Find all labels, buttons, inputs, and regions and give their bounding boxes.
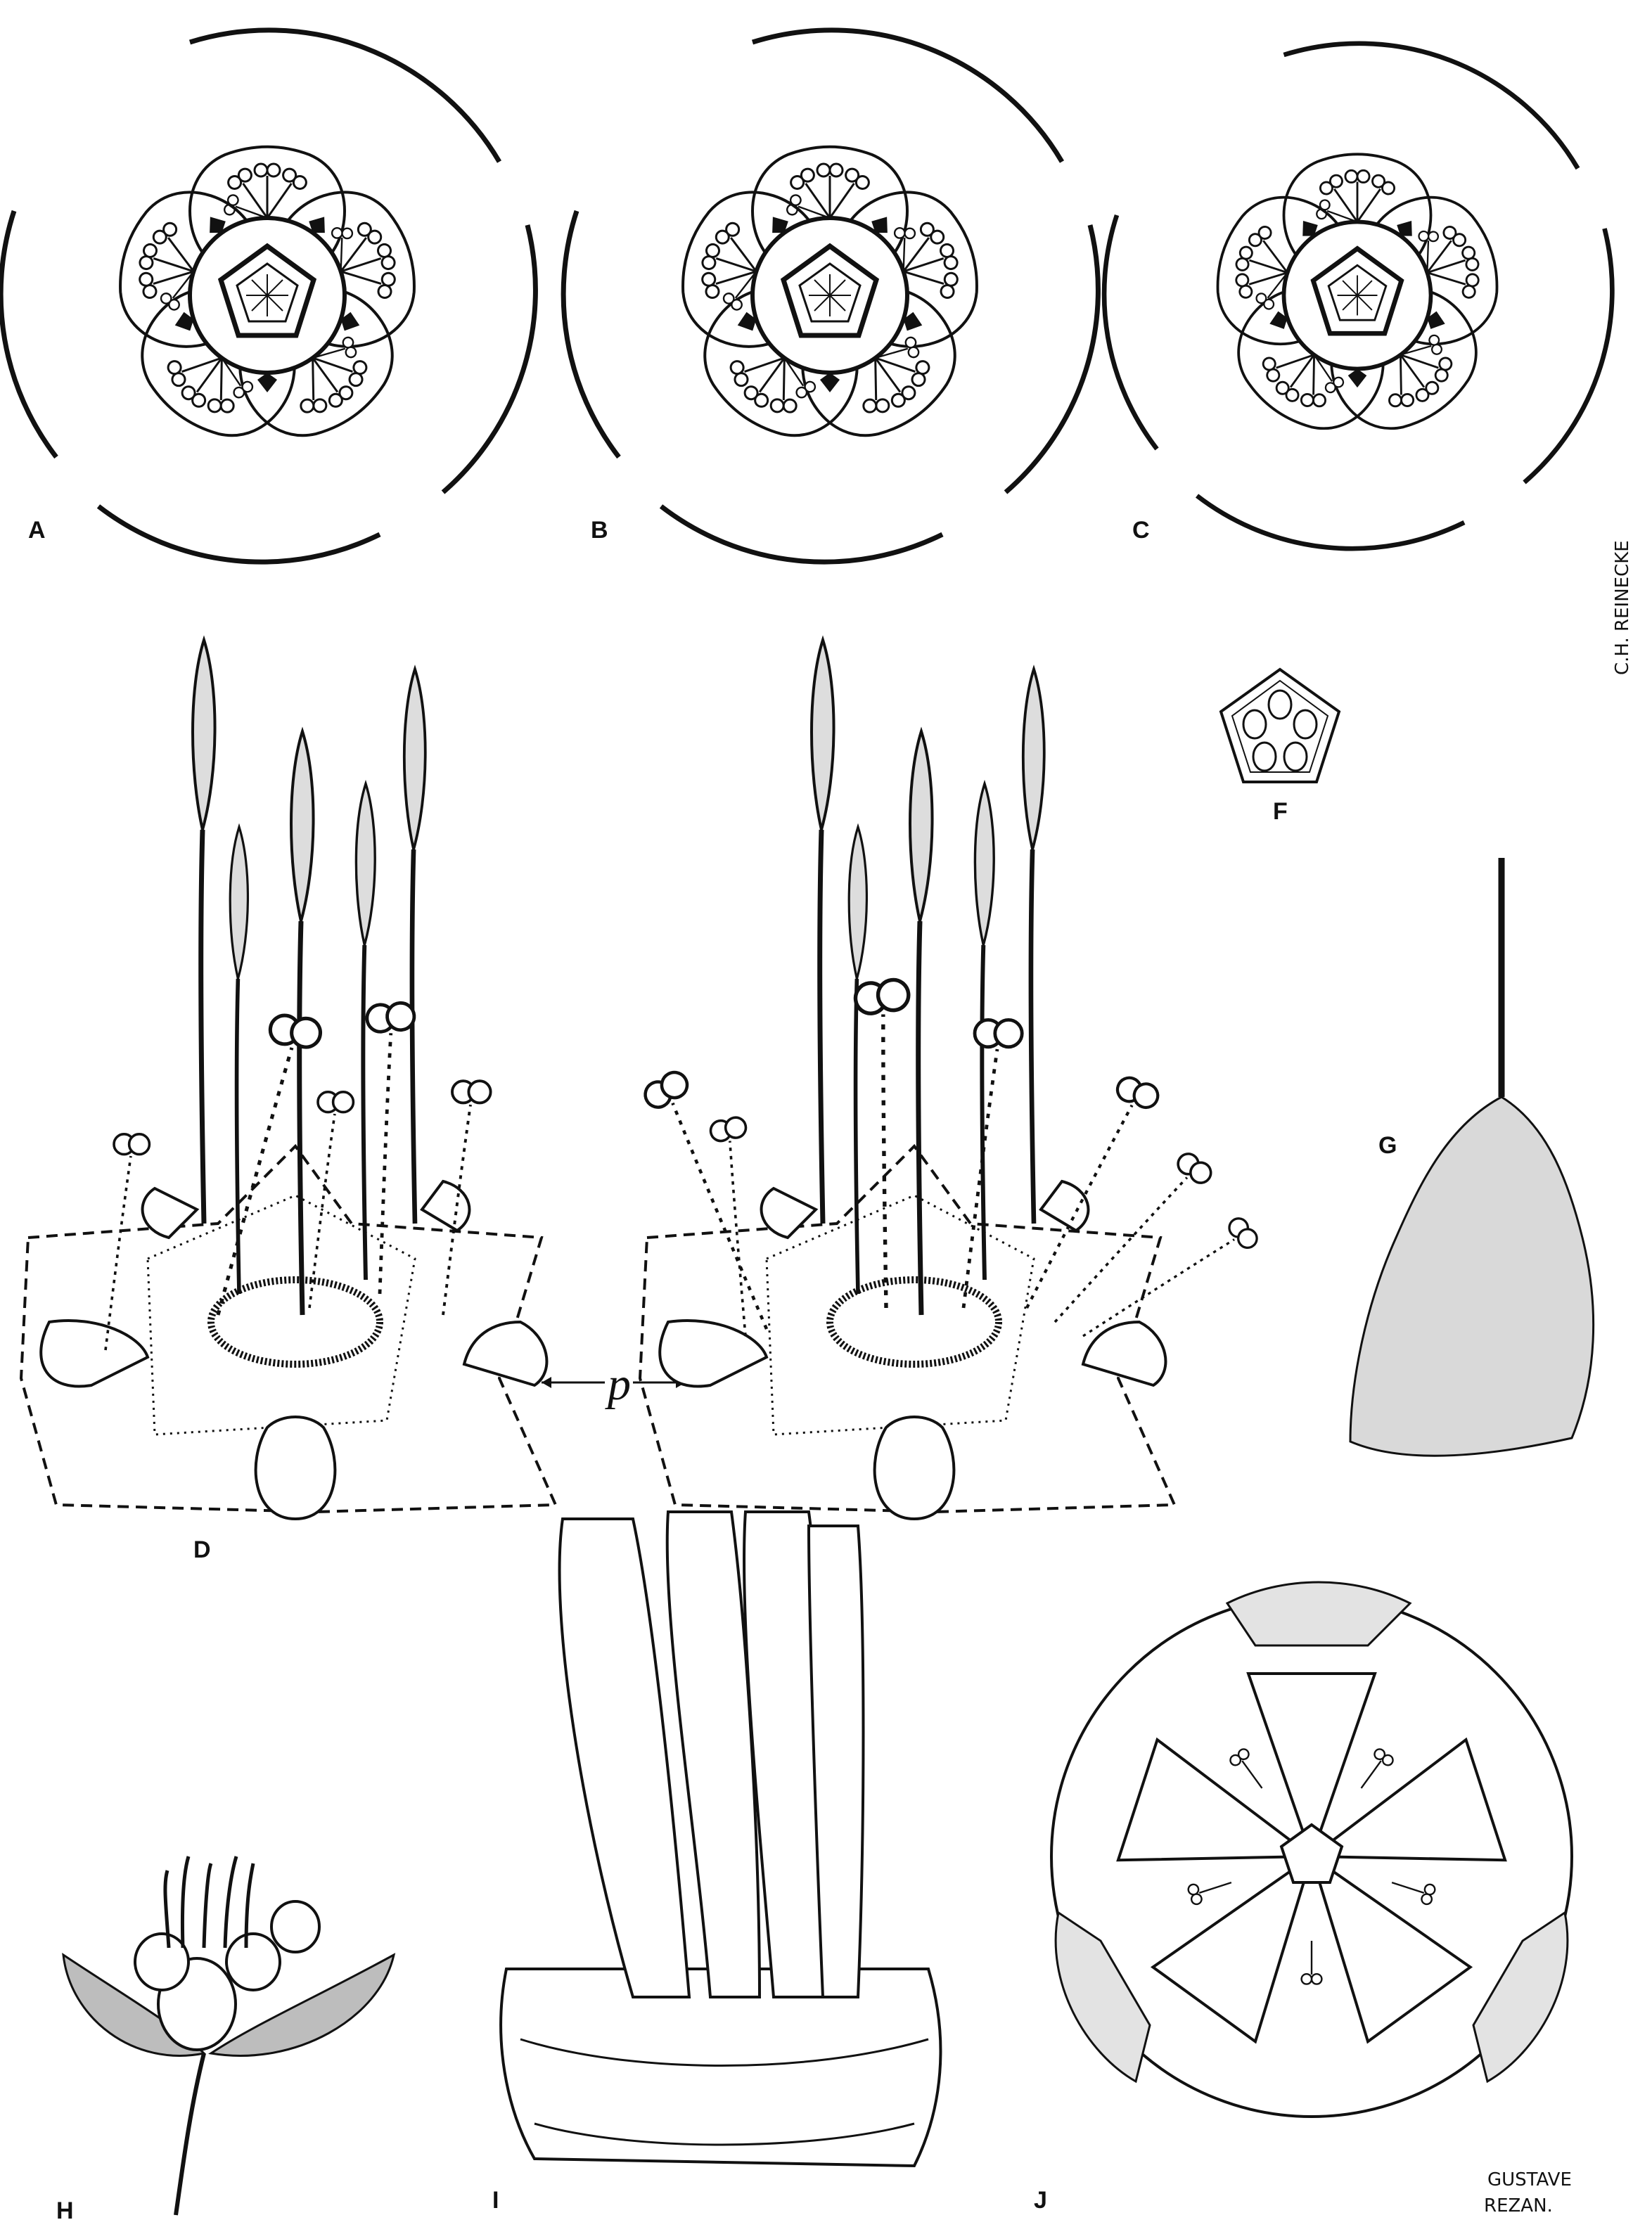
- panel-label-d: D: [193, 1536, 211, 1563]
- signature-gustave-line2: REZAN.: [1484, 2195, 1553, 2216]
- panel-label-f: F: [1273, 798, 1288, 825]
- panel-label-a: A: [28, 517, 46, 544]
- panel-d: D: [21, 640, 556, 1563]
- panel-label-g: G: [1378, 1132, 1397, 1159]
- panel-label-b: B: [591, 517, 608, 544]
- panel-label-j: J: [1034, 2187, 1047, 2214]
- panel-e: E: [632, 640, 1260, 1563]
- panel-h: H: [56, 1856, 394, 2224]
- signature-gustave-line1: GUSTAVE: [1487, 2169, 1572, 2190]
- panel-label-c: C: [1132, 517, 1150, 544]
- panel-j: J: [1034, 1582, 1572, 2214]
- panel-b: B: [563, 30, 1098, 562]
- signature-reinecke: C.H. REINECKE: [1612, 540, 1633, 675]
- panel-label-h: H: [56, 2197, 74, 2224]
- panel-i: I: [492, 1512, 940, 2214]
- panel-f: F: [1221, 669, 1339, 825]
- annotation-p: p: [605, 1359, 631, 1410]
- signature-gustave: GUSTAVE REZAN.: [1484, 2169, 1572, 2216]
- panel-g: G: [1350, 858, 1594, 1456]
- panel-label-i: I: [492, 2187, 499, 2214]
- panel-c: C: [1104, 44, 1612, 548]
- panel-a: A: [1, 30, 535, 562]
